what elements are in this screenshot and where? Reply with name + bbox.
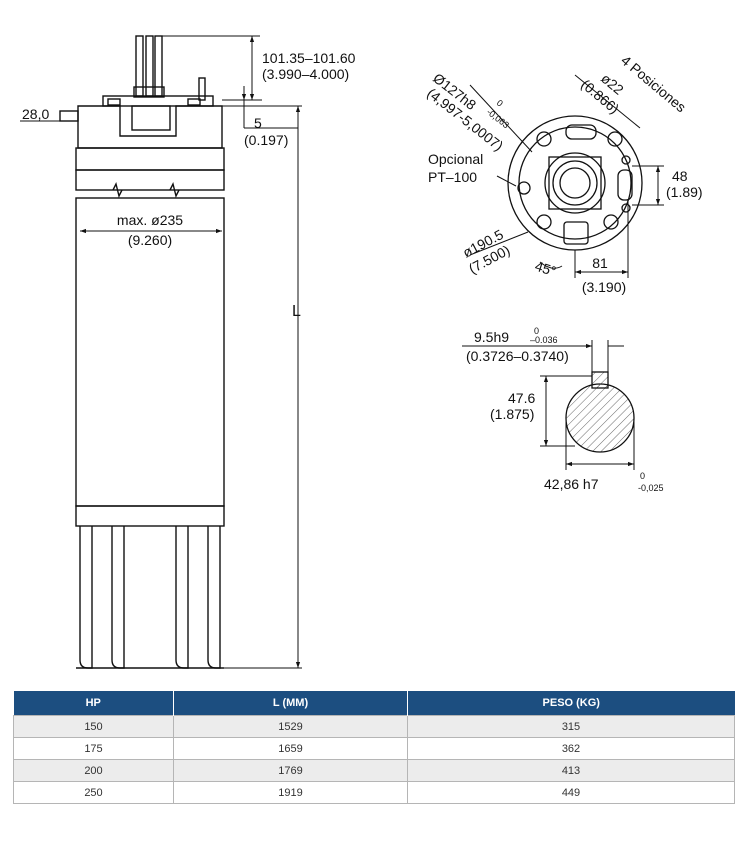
step-dim-mm: 5 — [254, 115, 262, 131]
dim48-mm: 48 — [672, 168, 688, 184]
key-in: (0.3726–0.3740) — [466, 348, 569, 364]
cell-weight: 362 — [407, 737, 735, 760]
shaft-diam: 42,86 h7 — [544, 476, 599, 492]
flange-left-tab — [59, 110, 79, 122]
height-in: (1.875) — [490, 406, 534, 422]
cell-weight: 449 — [407, 781, 735, 804]
dim48-in: (1.89) — [666, 184, 703, 200]
shaft-circle — [565, 383, 635, 453]
key-tol-lower: –0.036 — [530, 335, 558, 345]
cell-hp: 200 — [13, 759, 174, 782]
cell-length: 1769 — [173, 759, 408, 782]
top-dim-in: (3.990–4.000) — [262, 66, 349, 82]
motor-side-view — [59, 35, 225, 669]
pt100-sensor — [517, 181, 531, 195]
cell-length: 1919 — [173, 781, 408, 804]
dim81-in: (3.190) — [582, 279, 626, 295]
shaft-key — [591, 371, 609, 389]
table-row: 200 1769 413 — [13, 759, 735, 782]
top-dim-mm: 101.35–101.60 — [262, 50, 356, 66]
cell-hp: 250 — [13, 781, 174, 804]
mount-hole — [603, 214, 619, 230]
cell-length: 1659 — [173, 737, 408, 760]
optional-label: Opcional — [428, 151, 483, 167]
key-dim: 9.5h9 — [474, 329, 509, 345]
cell-weight: 413 — [407, 759, 735, 782]
cell-hp: 175 — [13, 737, 174, 760]
table-row: 250 1919 449 — [13, 781, 735, 804]
table-header-row: HP L (MM) PESO (KG) — [13, 691, 735, 716]
spec-table: HP L (MM) PESO (KG) 150 1529 315 175 165… — [13, 691, 735, 804]
step-dim-in: (0.197) — [244, 132, 288, 148]
left-dim: 28,0 — [22, 106, 49, 122]
column-header-length: L (MM) — [173, 691, 408, 716]
pt100-label: PT–100 — [428, 169, 477, 185]
cell-length: 1529 — [173, 715, 408, 738]
table-row: 175 1659 362 — [13, 737, 735, 760]
shaft-section — [565, 371, 635, 453]
technical-drawing: 101.35–101.60 (3.990–4.000) 28,0 5 (0.19… — [20, 35, 703, 669]
diameter-in: (9.260) — [128, 232, 172, 248]
column-header-hp: HP — [13, 691, 174, 716]
terminal-pin — [198, 77, 206, 101]
length-label: L — [292, 303, 301, 320]
flange-top-view — [507, 115, 643, 251]
height-mm: 47.6 — [508, 390, 535, 406]
shaft-tol-lower: -0,025 — [638, 483, 664, 493]
cell-weight: 315 — [407, 715, 735, 738]
mount-hole — [536, 214, 552, 230]
key-tol-upper: 0 — [534, 326, 539, 336]
dim81-mm: 81 — [592, 255, 608, 271]
holes-label: 4 Posiciones — [618, 52, 689, 115]
column-header-weight: PESO (KG) — [407, 691, 735, 716]
pilot-tol-upper: 0 — [495, 98, 505, 109]
shaft-tol-upper: 0 — [640, 471, 645, 481]
mount-hole — [607, 131, 623, 147]
cell-hp: 150 — [13, 715, 174, 738]
angle-label: 45° — [533, 258, 558, 280]
mount-hole — [536, 131, 552, 147]
table-row: 150 1529 315 — [13, 715, 735, 738]
diameter-mm: max. ø235 — [117, 212, 183, 228]
